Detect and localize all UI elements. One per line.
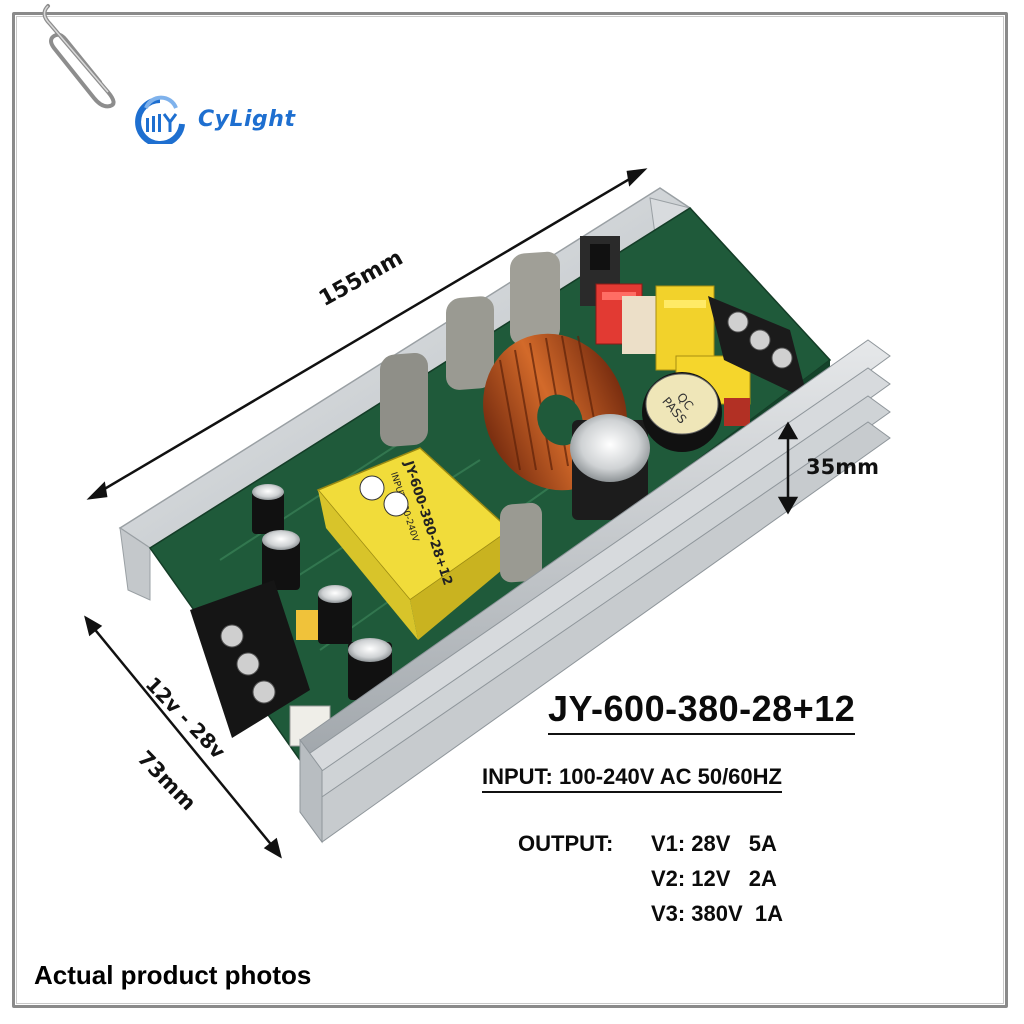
output-prefix: OUTPUT: (518, 831, 614, 856)
main-transformer: JY-600-380-28+12 INPUT:100-240V (316, 447, 514, 640)
output-value: 12V 2A (691, 866, 777, 891)
input-terminal-block (708, 296, 808, 400)
output-label: V1: (651, 831, 686, 856)
output-row: OUTPUT: V1: 28V 5A (518, 826, 783, 861)
output-terminal-block (190, 580, 331, 747)
brand-name: CyLight (198, 106, 296, 132)
housing-front-wall (299, 339, 891, 844)
photo-caption: Actual product photos (34, 960, 312, 990)
paperclip-icon (42, 4, 116, 109)
output-label: V2: (651, 866, 686, 891)
photo-inner-border (16, 16, 1004, 1004)
output-value: 28V 5A (691, 831, 777, 856)
small-capacitors (252, 484, 392, 700)
cylight-logo-icon (135, 95, 185, 144)
output-row: V3: 380V 1A (518, 896, 783, 931)
model-number: JY-600-380-28+12 (548, 688, 856, 735)
input-spec: INPUT: 100-240V AC 50/60HZ (482, 764, 782, 793)
output-value: 380V 1A (691, 901, 783, 926)
power-transistors (380, 236, 620, 447)
output-row: V2: 12V 2A (518, 861, 783, 896)
output-specs: OUTPUT: V1: 28V 5A V2: 12V 2A V3: 380V 1… (518, 826, 783, 931)
height-dimension-label: 35mm (806, 455, 879, 479)
brand-logo: CyLight (126, 94, 295, 144)
output-label: V3: (651, 901, 686, 926)
dimension-arrows (84, 168, 799, 859)
bulk-capacitor: QC PASS (570, 372, 722, 520)
